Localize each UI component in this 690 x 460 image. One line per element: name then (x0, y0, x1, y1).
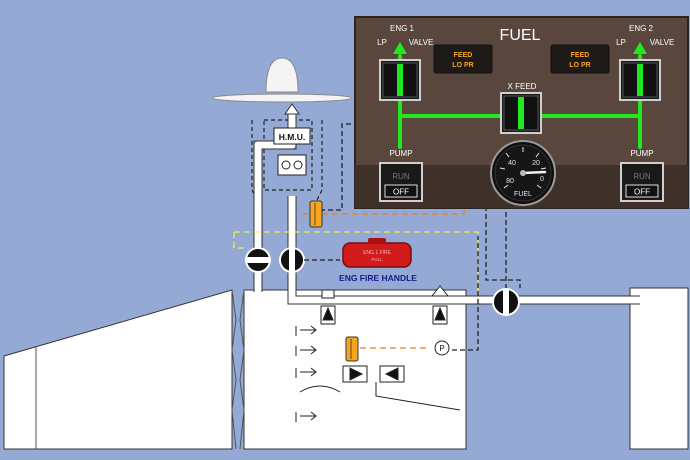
pump-left-off: OFF (393, 188, 409, 197)
arrow-left-icon (384, 367, 399, 381)
feed-lo-pr-left-annunciator: FEED LO PR (433, 44, 493, 74)
eng2-valve-label: VALVE (650, 38, 675, 47)
arrow-right-icon (349, 367, 364, 381)
pipe-tank-loop-left (264, 300, 332, 444)
xfeed-valve-switch[interactable] (500, 92, 542, 134)
engine-fire-handle[interactable]: ENG 1 FIRE PULL (342, 238, 412, 268)
eng1-lp-valve-switch[interactable] (379, 59, 421, 101)
feed-lo-pr-right-annunciator: FEED LO PR (550, 44, 610, 74)
arrow-up-icon (284, 103, 300, 115)
pipe-tank-loop-right (400, 300, 444, 384)
gauge-tick-40: 40 (508, 160, 516, 167)
wing-structure (3, 287, 689, 450)
feed-right-line1: FEED (571, 52, 590, 59)
pump-right-off: OFF (634, 188, 650, 197)
svg-text:P: P (439, 344, 444, 353)
wing-outer-section (3, 289, 233, 450)
pressure-switch-icon (434, 340, 450, 356)
arrow-up-icon (434, 306, 446, 321)
fire-handle-pull-text: PULL (371, 257, 383, 262)
tank-shutoff-indicator (345, 336, 359, 362)
gauge-tick-0: 0 (540, 176, 544, 183)
pipe-to-fuel-pump (288, 196, 640, 304)
panel-title: FUEL (500, 27, 541, 44)
crossfeed-valve (492, 288, 520, 316)
pump-left-run: RUN (392, 172, 410, 181)
pump-left-label: PUMP (389, 149, 412, 158)
feed-right-line2: LO PR (569, 62, 590, 69)
propeller-icon (211, 57, 353, 103)
fuel-control-panel: FUEL ENG 1 LP VALVE ENG 2 LP VALVE (354, 16, 689, 209)
fire-handle-text: ENG 1 FIRE (363, 250, 391, 256)
xfeed-label: X FEED (508, 82, 537, 91)
gauge-tick-80: 80 (506, 178, 514, 185)
hmu-unit: H.M.U. (273, 127, 311, 176)
eng1-heading: ENG 1 (390, 24, 415, 33)
pump-right-label: PUMP (630, 149, 653, 158)
gauge-label: FUEL (514, 191, 532, 198)
pump-left-switch[interactable]: RUN OFF (379, 162, 423, 202)
fuel-return-arrows (295, 325, 317, 422)
feed-left-line2: LO PR (452, 62, 473, 69)
fire-shutoff-valve (245, 247, 271, 273)
wing-right-section (629, 287, 689, 450)
pump-right-run: RUN (633, 172, 651, 181)
eng2-lp-label: LP (616, 38, 626, 47)
fuel-pressure-gauge: 40 20 80 0 FUEL (490, 140, 556, 206)
arrow-up-icon (633, 42, 647, 54)
gauge-tick-20: 20 (532, 160, 540, 167)
hmu-label: H.M.U. (279, 132, 305, 142)
wing-break-line (231, 289, 237, 450)
eng2-heading: ENG 2 (629, 24, 654, 33)
fire-handle-label: ENG FIRE HANDLE (339, 273, 417, 283)
arrow-up-icon (393, 42, 407, 54)
eng1-valve-label: VALVE (409, 38, 434, 47)
feed-left-line1: FEED (454, 52, 473, 59)
lp-valve-engine (279, 247, 305, 273)
arrow-up-icon (322, 306, 334, 321)
gauge-needle (521, 170, 547, 175)
tank-components: P (299, 285, 461, 411)
eng2-lp-valve-switch[interactable] (619, 59, 661, 101)
pump-right-switch[interactable]: RUN OFF (620, 162, 664, 202)
fuel-shutoff-indicator (309, 200, 323, 228)
eng1-lp-label: LP (377, 38, 387, 47)
